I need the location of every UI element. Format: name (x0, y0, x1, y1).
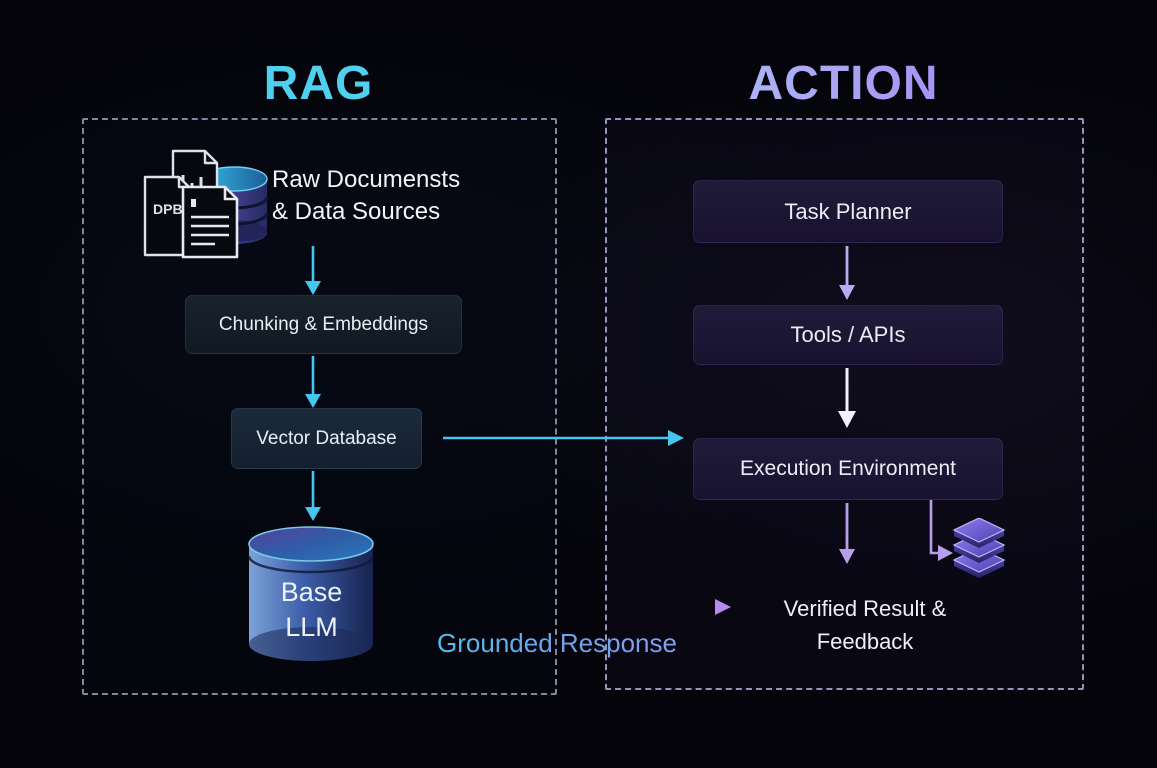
execution-environment-node: Execution Environment (693, 438, 1003, 500)
tools-apis-label: Tools / APIs (790, 322, 906, 347)
base-llm-label: Base LLM (280, 577, 343, 642)
text-document-icon (181, 185, 239, 259)
execution-environment-label: Execution Environment (740, 457, 956, 480)
rag-title: RAG (263, 57, 374, 110)
vector-database-node: Vector Database (231, 408, 422, 469)
layers-stack-icon (950, 518, 1008, 580)
raw-sources-label: Raw Documensts & Data Sources (272, 166, 461, 225)
tools-apis-node: Tools / APIs (693, 305, 1003, 365)
raw-sources-icon-group: DPB (143, 147, 271, 259)
task-planner-label: Task Planner (784, 198, 912, 224)
vector-database-label: Vector Database (256, 427, 397, 449)
dpb-document-icon: DPB (143, 175, 191, 257)
grounded-response-label: Grounded Response (407, 628, 707, 659)
chunking-embeddings-label: Chunking & Embeddings (218, 313, 429, 335)
dpb-badge: DPB (153, 201, 183, 217)
verified-result-label: Verified Result & Feedback (783, 596, 947, 654)
base-llm-cylinder (246, 522, 377, 668)
task-planner-node: Task Planner (693, 180, 1003, 243)
action-title: ACTION (605, 56, 1082, 111)
chunking-embeddings-node: Chunking & Embeddings (185, 295, 462, 354)
